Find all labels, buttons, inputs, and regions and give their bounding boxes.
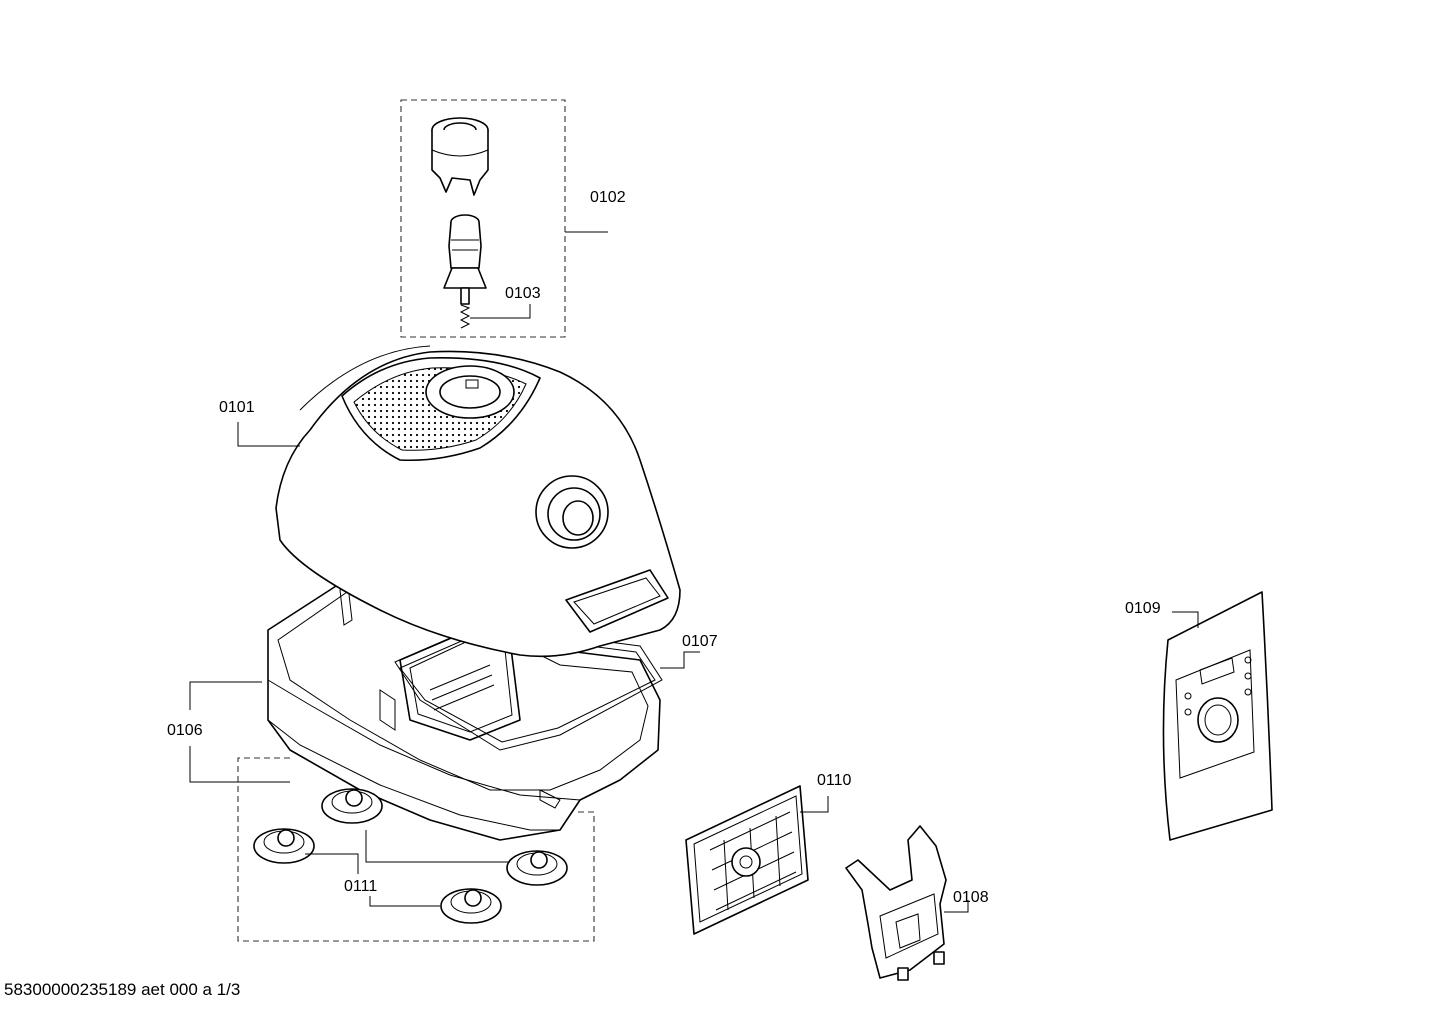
label-0111: 0111	[344, 878, 377, 895]
leader-0103	[470, 304, 531, 319]
wheel-4[interactable]	[440, 888, 502, 924]
leader-0111	[305, 830, 510, 907]
leader-0108	[944, 900, 969, 913]
label-0107: 0107	[682, 633, 718, 650]
group-box-0111	[237, 757, 595, 942]
dust-bag[interactable]	[1162, 591, 1273, 841]
wheel-1[interactable]	[321, 788, 383, 824]
wheel-3[interactable]	[506, 850, 568, 886]
bag-holder[interactable]	[845, 825, 947, 981]
wheel-2[interactable]	[253, 828, 315, 864]
leader-0109	[1172, 611, 1199, 628]
label-0106: 0106	[167, 722, 203, 739]
document-id: 58300000235189 aet 000 a 1/3	[4, 980, 241, 999]
leader-0106	[189, 681, 290, 783]
leader-0107	[660, 651, 700, 669]
label-0110: 0110	[817, 772, 852, 789]
label-0108: 0108	[953, 889, 989, 906]
label-0109: 0109	[1125, 600, 1161, 617]
leader-0110	[800, 796, 829, 813]
top-cover[interactable]	[275, 345, 681, 658]
motor-filter[interactable]	[685, 785, 809, 935]
label-0103: 0103	[505, 285, 541, 302]
label-0101: 0101	[219, 399, 255, 416]
label-0102: 0102	[590, 189, 626, 206]
leader-0101	[237, 422, 300, 447]
group-box-0102	[400, 99, 566, 338]
swivel-wheel-housing[interactable]	[431, 117, 489, 196]
swivel-wheel-pin[interactable]	[443, 214, 487, 329]
